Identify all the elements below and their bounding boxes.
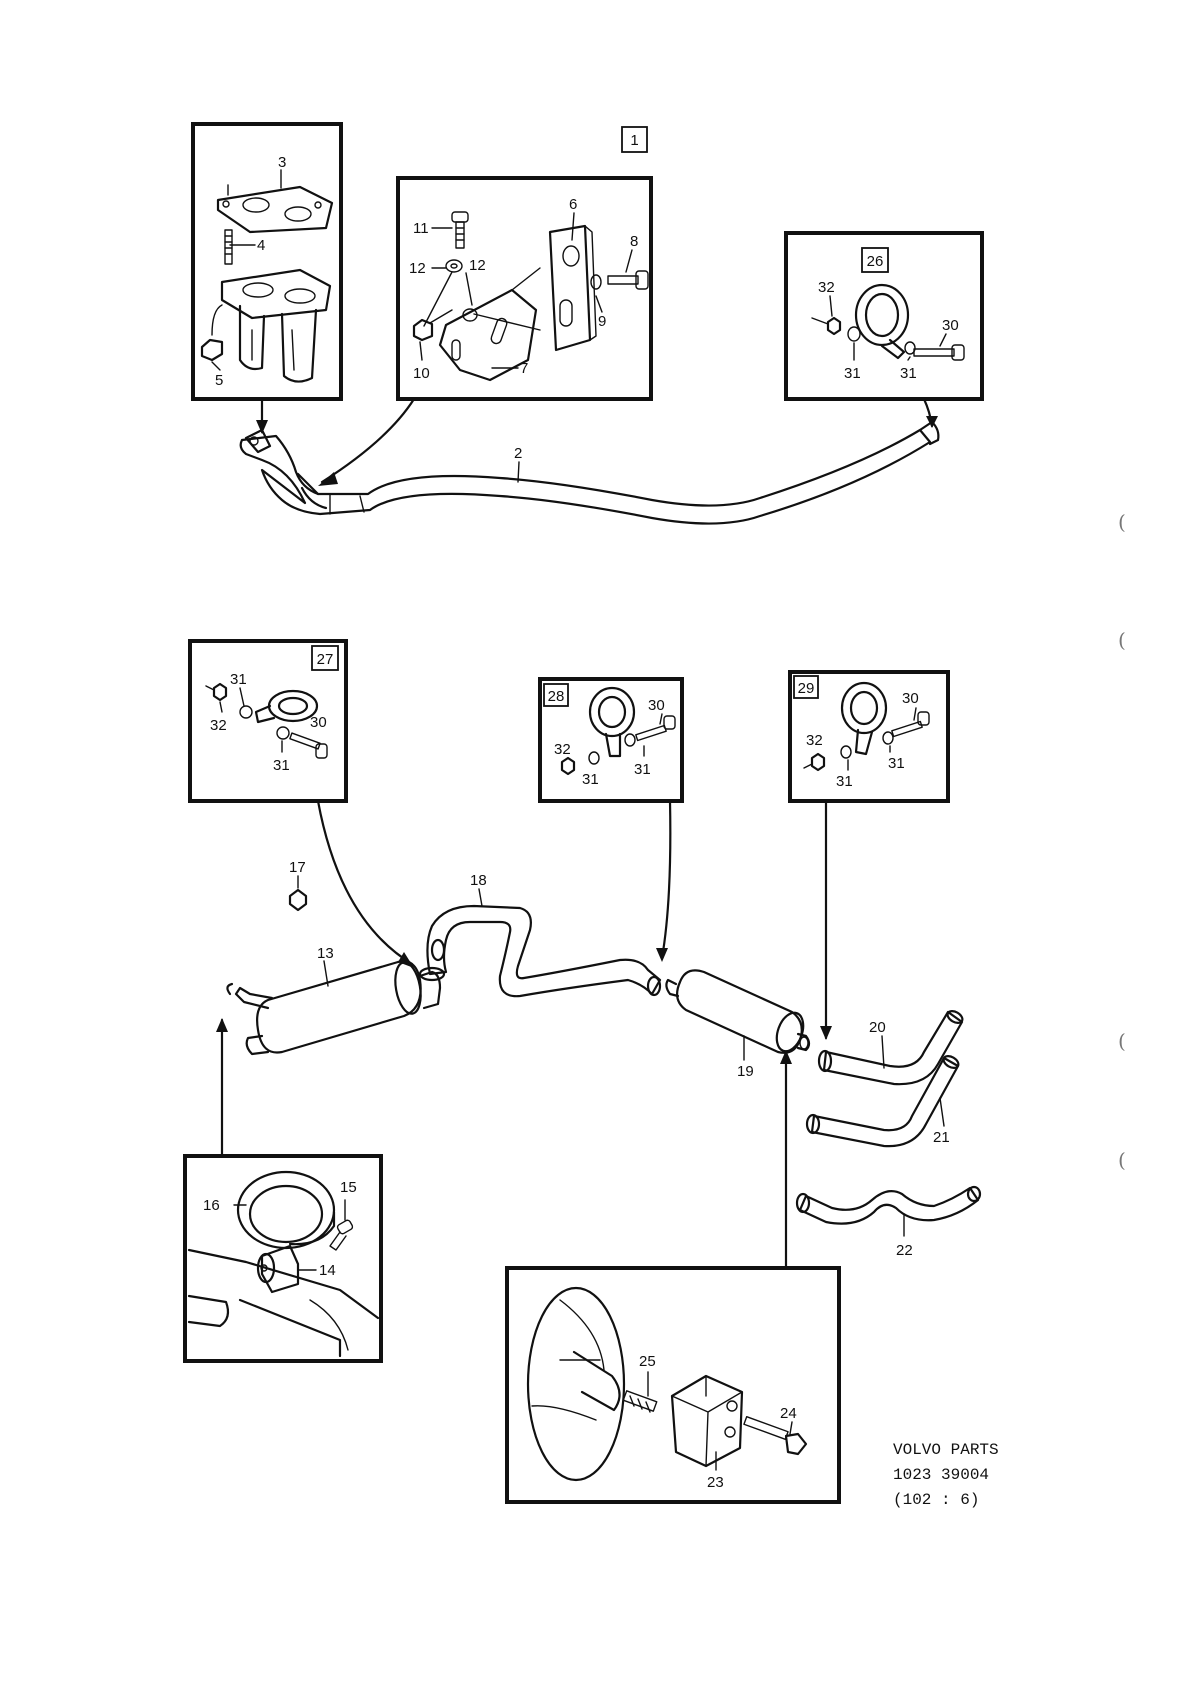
label-20: 20 — [869, 1019, 886, 1036]
footer-line-2: 1023 39004 — [893, 1466, 989, 1484]
top-leader-lines — [256, 397, 938, 486]
front-silencer-13: 13 — [226, 945, 446, 1056]
front-pipe-2: 2 — [239, 420, 940, 525]
label-32: 32 — [818, 279, 835, 296]
label-32: 32 — [806, 732, 823, 749]
bolt-15-drawing — [329, 1219, 354, 1251]
label-2: 2 — [514, 445, 522, 462]
label-9: 9 — [598, 313, 606, 330]
label-24: 24 — [780, 1405, 797, 1422]
detail-box-clamp-28: 28 30 32 31 31 — [538, 677, 684, 803]
label-31: 31 — [836, 773, 853, 790]
footer-line-1: VOLVO PARTS — [893, 1441, 999, 1459]
label-31: 31 — [273, 757, 290, 774]
detail-box-clamp-26: 26 32 31 31 30 — [784, 231, 984, 401]
clamp-28-drawing — [560, 686, 676, 776]
label-6: 6 — [569, 196, 577, 213]
nut-10-drawing — [412, 318, 434, 342]
label-31: 31 — [844, 365, 861, 382]
rear-silencer-19: 19 — [665, 969, 811, 1080]
detail-box-manifold-gasket: 3 4 5 — [191, 122, 343, 401]
label-25: 25 — [639, 1353, 656, 1370]
label-32: 32 — [554, 741, 571, 758]
label-3: 3 — [278, 154, 286, 171]
label-7: 7 — [520, 360, 528, 377]
svg-text:27: 27 — [317, 651, 334, 668]
label-22: 22 — [896, 1242, 913, 1259]
detail-box-rubber-hanger: 16 15 14 — [183, 1154, 383, 1363]
silencer-section-drawing — [187, 1248, 380, 1358]
detail-box-tail-clamp: 25 24 23 — [505, 1266, 841, 1504]
svg-text:28: 28 — [548, 688, 565, 705]
label-12: 12 — [469, 257, 486, 274]
margin-marks: ( ( ( ( — [1118, 510, 1126, 1172]
svg-text:29: 29 — [798, 680, 815, 697]
bottom-leader-lines — [216, 799, 832, 1270]
label-12: 12 — [409, 260, 426, 277]
parts-reference-footer: VOLVO PARTS 1023 39004 (102 : 6) — [893, 1441, 999, 1509]
label-16: 16 — [203, 1197, 220, 1214]
manifold-flange-drawing — [220, 268, 332, 383]
detail-box-clamp-29: 29 30 32 31 31 — [788, 670, 950, 803]
clamp-29-drawing — [803, 681, 930, 772]
intermediate-pipe-18: 18 — [426, 872, 662, 998]
label-32: 32 — [210, 717, 227, 734]
label-30: 30 — [648, 697, 665, 714]
label-31: 31 — [634, 761, 651, 778]
detail-box-clamp-27: 27 31 32 30 31 — [188, 639, 348, 803]
nut-5-drawing — [200, 304, 224, 362]
clamp-block-23-drawing — [670, 1374, 744, 1468]
clamp-27-drawing — [205, 682, 328, 759]
gasket-drawing — [216, 184, 334, 234]
label-30: 30 — [310, 714, 327, 731]
margin-mark: ( — [1118, 628, 1126, 652]
label-19: 19 — [737, 1063, 754, 1080]
detail-box-bracket: 11 12 12 6 8 9 10 7 — [396, 176, 653, 401]
margin-mark: ( — [1118, 1148, 1126, 1172]
tailpipe-20: 20 — [817, 1010, 964, 1086]
label-31: 31 — [900, 365, 917, 382]
label-8: 8 — [630, 233, 638, 250]
label-23: 23 — [707, 1474, 724, 1491]
stud-drawing — [224, 229, 233, 265]
tailpipe-21: 21 — [805, 1055, 960, 1148]
tailpipe-22: 22 — [795, 1185, 982, 1259]
reference-box-1: 1 — [621, 126, 648, 153]
label-30: 30 — [942, 317, 959, 334]
label-31: 31 — [582, 771, 599, 788]
margin-mark: ( — [1118, 1029, 1126, 1053]
label-31: 31 — [230, 671, 247, 688]
nut-17: 17 — [288, 859, 308, 912]
label-21: 21 — [933, 1129, 950, 1146]
label-15: 15 — [340, 1179, 357, 1196]
label-4: 4 — [257, 237, 265, 254]
label-11: 11 — [413, 220, 429, 237]
footer-line-3: (102 : 6) — [893, 1491, 979, 1509]
label-31: 31 — [888, 755, 905, 772]
clamp-26-drawing — [811, 283, 965, 361]
label-18: 18 — [470, 872, 487, 889]
label-13: 13 — [317, 945, 334, 962]
bracket-7-drawing — [438, 267, 541, 382]
bolt-8-drawing — [590, 270, 649, 290]
margin-mark: ( — [1118, 510, 1126, 534]
label-17: 17 — [289, 859, 306, 876]
label-5: 5 — [215, 372, 223, 389]
bolt-24-drawing — [743, 1416, 808, 1456]
pin-25-drawing — [622, 1390, 658, 1413]
label-10: 10 — [413, 365, 430, 382]
label-14: 14 — [319, 1262, 336, 1279]
svg-text:1: 1 — [630, 132, 638, 149]
bolt-11-drawing — [451, 211, 469, 249]
svg-text:26: 26 — [867, 253, 884, 270]
label-30: 30 — [902, 690, 919, 707]
silencer-end-drawing — [526, 1286, 626, 1482]
